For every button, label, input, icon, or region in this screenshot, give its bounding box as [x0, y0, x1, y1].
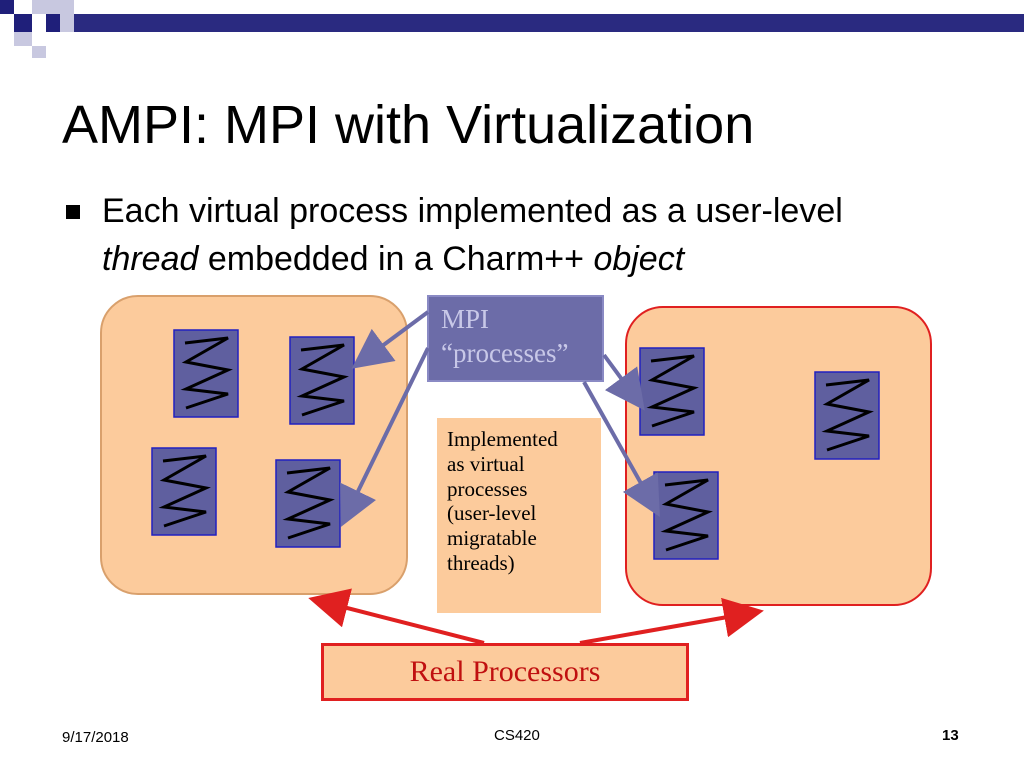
- implemented-label-box: Implemented as virtual processes (user-l…: [437, 418, 601, 613]
- bullet-text-part: embedded in a Charm++: [198, 239, 594, 278]
- footer-page-number: 13: [942, 727, 959, 744]
- processor-box-left: [100, 295, 408, 595]
- implemented-label-line: migratable: [447, 526, 537, 551]
- bullet-text-part: Each virtual process implemented as a us…: [102, 192, 843, 230]
- implemented-label-line: as virtual: [447, 451, 525, 476]
- implemented-label-line: Implemented: [447, 427, 558, 451]
- footer-course: CS420: [494, 727, 540, 744]
- bullet-text-object: object: [593, 239, 685, 278]
- real-processors-label-box: Real Processors: [321, 643, 689, 701]
- bullet-marker-icon: [66, 205, 80, 219]
- mpi-label-line: MPI: [441, 304, 490, 334]
- footer-date: 9/17/2018: [62, 729, 129, 746]
- header-decoration: [0, 0, 1024, 58]
- bullet-text-thread: thread: [102, 239, 199, 278]
- mpi-processes-label-box: MPI “processes”: [427, 295, 604, 382]
- implemented-label-line: threads): [447, 550, 515, 575]
- processor-box-right: [625, 306, 932, 606]
- implemented-label-line: (user-level: [447, 501, 537, 526]
- bullet-text: Each virtual process implemented as a us…: [102, 188, 922, 283]
- implemented-label-line: processes: [447, 476, 528, 501]
- slide-title: AMPI: MPI with Virtualization: [62, 95, 755, 155]
- mpi-label-line: “processes”: [441, 337, 569, 368]
- real-processor-arrow: [579, 597, 764, 645]
